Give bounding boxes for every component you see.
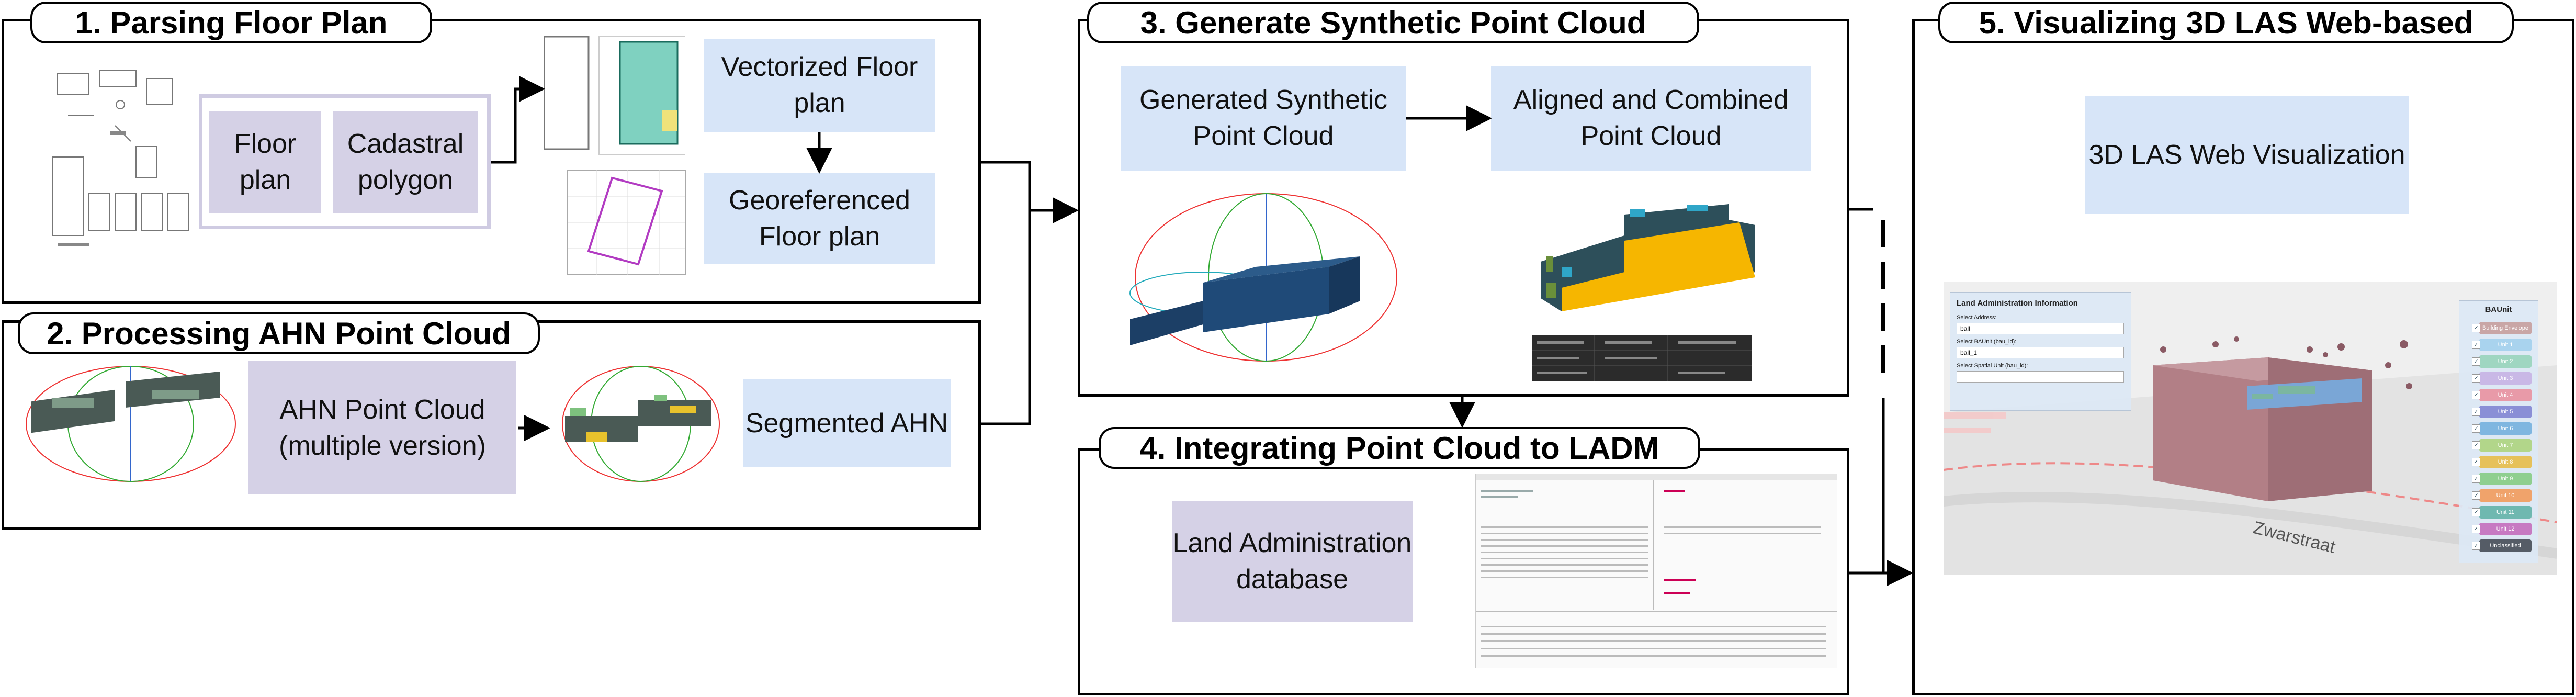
cadastral-polygon-box: Cadastral polygon [333, 111, 478, 213]
floor-plan-box: Floor plan [209, 111, 321, 213]
legend-checkbox[interactable]: ✓ [2472, 324, 2480, 332]
legend-item[interactable]: Unit 12✓ [2472, 523, 2532, 535]
select-spatial-label: Select Spatial Unit (bau_id): [1957, 363, 2028, 369]
legend-item[interactable]: Unit 5✓ [2472, 406, 2532, 418]
legend-checkbox[interactable]: ✓ [2472, 475, 2480, 483]
select-spatial-dropdown[interactable] [1957, 371, 2124, 383]
legend-item[interactable]: Unit 9✓ [2472, 473, 2532, 485]
legend-checkbox[interactable]: ✓ [2472, 458, 2480, 466]
legend-item[interactable]: Unit 10✓ [2472, 489, 2532, 502]
legend-item[interactable]: Unit 2✓ [2472, 355, 2532, 368]
legend-item[interactable]: Unit 6✓ [2472, 422, 2532, 435]
generated-synthetic-box: Generated Synthetic Point Cloud [1121, 66, 1406, 171]
connector-dash-1 [1881, 220, 1885, 247]
aligned-combined-box: Aligned and Combined Point Cloud [1491, 66, 1811, 171]
legend-checkbox[interactable]: ✓ [2472, 525, 2480, 533]
panel-title-2: 2. Processing AHN Point Cloud [18, 312, 540, 354]
combined-pointcloud-image [1530, 194, 1766, 314]
legend-item[interactable]: Unit 4✓ [2472, 389, 2532, 401]
select-baunit-label: Select BAUnit (bau_id): [1957, 339, 2017, 345]
select-address-dropdown[interactable]: ball [1957, 323, 2124, 334]
vectorized-plan-image [544, 31, 685, 160]
database-screenshot-image [1475, 474, 1837, 668]
legend-checkbox[interactable]: ✓ [2472, 391, 2480, 399]
segmented-ahn-image [555, 358, 727, 489]
legend-checkbox[interactable]: ✓ [2472, 424, 2480, 433]
land-admin-db-box: Land Administration database [1172, 501, 1413, 622]
segmented-ahn-box: Segmented AHN [743, 379, 951, 467]
land-admin-info-panel: Land Administration Information Select A… [1950, 292, 2131, 411]
legend-list: Building Envelope✓ Unit 1✓ Unit 2✓ Unit 3✓ U… [2470, 322, 2535, 563]
las-web-visualization-box: 3D LAS Web Visualization [2085, 96, 2409, 214]
ahn-point-cloud-box: AHN Point Cloud (multiple version) [248, 361, 516, 494]
legend-item[interactable]: Unit 3✓ [2472, 372, 2532, 385]
web-visualization-screenshot: Zwarstraat Land Administration Informati… [1944, 282, 2557, 575]
panel-title-5: 5. Visualizing 3D LAS Web-based [1938, 2, 2514, 43]
legend-checkbox[interactable]: ✓ [2472, 374, 2480, 383]
info-panel-title: Land Administration Information [1957, 299, 2078, 308]
panel-title-3: 3. Generate Synthetic Point Cloud [1087, 2, 1699, 43]
select-address-label: Select Address: [1957, 314, 1997, 321]
connector-dash-3 [1881, 303, 1885, 331]
georeferenced-floor-plan-box: Georeferenced Floor plan [704, 173, 935, 264]
vectorized-floor-plan-box: Vectorized Floor plan [704, 39, 935, 132]
panel-title-1: 1. Parsing Floor Plan [30, 2, 432, 43]
legend-title: BAUnit [2485, 305, 2512, 314]
floor-plan-sketch-image [47, 63, 194, 251]
legend-checkbox[interactable]: ✓ [2472, 542, 2480, 550]
legend-checkbox[interactable]: ✓ [2472, 408, 2480, 416]
ahn-raw-pointcloud-image [21, 361, 241, 487]
legend-item[interactable]: Building Envelope✓ [2472, 322, 2532, 334]
connector-dash-2 [1881, 262, 1885, 289]
baunit-legend-panel: BAUnit Building Envelope✓ Unit 1✓ Unit 2✓ U… [2459, 300, 2538, 563]
legend-item[interactable]: Unit 11✓ [2472, 506, 2532, 519]
legend-item[interactable]: Unclassified✓ [2472, 539, 2532, 552]
connector-dash-4 [1881, 345, 1885, 373]
legend-item[interactable]: Unit 7✓ [2472, 439, 2532, 452]
legend-checkbox[interactable]: ✓ [2472, 441, 2480, 449]
combined-table-image [1532, 335, 1752, 381]
legend-item[interactable]: Unit 8✓ [2472, 456, 2532, 468]
synthetic-pointcloud-image [1120, 188, 1413, 366]
legend-item[interactable]: Unit 1✓ [2472, 339, 2532, 351]
select-baunit-dropdown[interactable]: ball_1 [1957, 347, 2124, 358]
legend-checkbox[interactable]: ✓ [2472, 491, 2480, 500]
legend-checkbox[interactable]: ✓ [2472, 357, 2480, 366]
legend-checkbox[interactable]: ✓ [2472, 508, 2480, 516]
georeferenced-plan-image [565, 167, 688, 277]
legend-checkbox[interactable]: ✓ [2472, 341, 2480, 349]
panel-title-4: 4. Integrating Point Cloud to LADM [1099, 427, 1700, 469]
